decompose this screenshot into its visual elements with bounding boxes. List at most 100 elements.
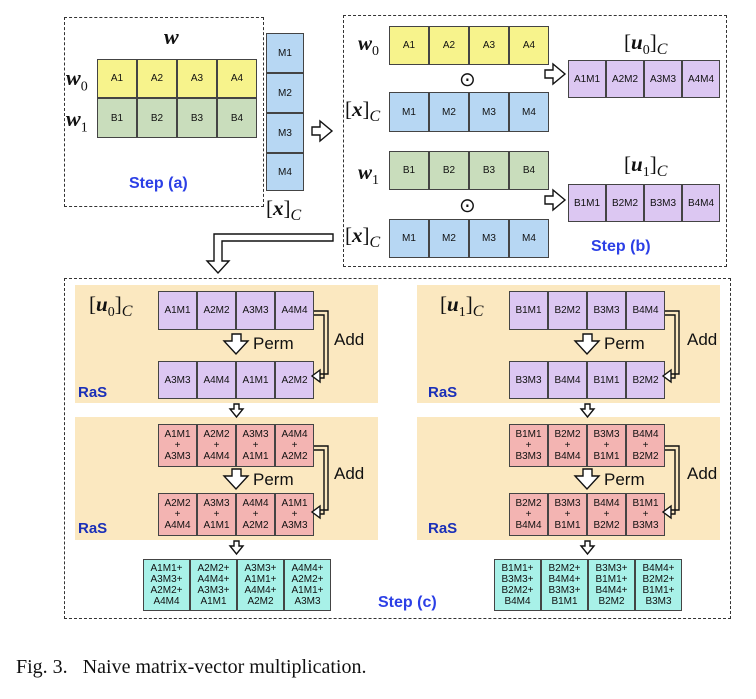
down-arrow-icon xyxy=(579,540,596,556)
left-arrow-head-icon xyxy=(310,504,321,520)
figure-number: Fig. 3. xyxy=(16,656,68,678)
left-arrow-head-icon xyxy=(310,368,321,384)
u0-row2-cell: A4M4 xyxy=(197,361,236,399)
u1-cell-b: B2M2 xyxy=(606,184,644,222)
add-label: Add xyxy=(687,330,718,349)
add-bracket-icon xyxy=(314,310,329,379)
add-label: Add xyxy=(334,464,365,483)
u1-row1-cell: B3M3 xyxy=(587,291,626,330)
down-arrow-icon xyxy=(228,403,245,419)
down-arrow-icon xyxy=(573,333,601,356)
add-bracket-icon xyxy=(314,445,329,515)
u1-row2-cell: B2M2 xyxy=(626,361,665,399)
u1-row4-cell: B2M2 + B4M4 xyxy=(509,493,548,536)
u0-row4-cell: A3M3 + A1M1 xyxy=(197,493,236,536)
w0-cell-b: A1 xyxy=(389,26,429,65)
u1-row1-cell: B4M4 xyxy=(626,291,665,330)
ras-label: RaS xyxy=(428,520,458,537)
figure-caption: Fig. 3. Naive matrix-vector multiplicati… xyxy=(16,656,367,679)
ras-label: RaS xyxy=(428,384,458,401)
u0-row3-cell: A2M2 + A4M4 xyxy=(197,424,236,467)
w-matrix-label: w xyxy=(164,24,179,49)
add-label: Add xyxy=(334,330,365,349)
w0-cell-b: A4 xyxy=(509,26,549,65)
down-arrow-icon xyxy=(579,403,596,419)
step-b-box xyxy=(343,15,727,267)
u1-row1-cell: B2M2 xyxy=(548,291,587,330)
w1-cell: B3 xyxy=(177,98,217,138)
u0-row1-cell: A2M2 xyxy=(197,291,236,330)
u0-result-cell: A4M4+ A2M2+ A1M1+ A3M3 xyxy=(284,559,331,611)
right-arrow-icon xyxy=(544,188,567,212)
u1-row3-cell: B2M2 + B4M4 xyxy=(548,424,587,467)
x-cell-b: M4 xyxy=(509,92,549,132)
u1-row4-cell: B3M3 + B1M1 xyxy=(548,493,587,536)
u0-row3-cell: A4M4 + A2M2 xyxy=(275,424,314,467)
add-bracket-icon xyxy=(665,445,680,515)
w0-cell: A4 xyxy=(217,59,257,98)
step-b-label: Step (b) xyxy=(591,238,651,255)
u0-cell-b: A4M4 xyxy=(682,60,720,98)
u0-row1-cell: A4M4 xyxy=(275,291,314,330)
elbow-arrow-icon xyxy=(205,233,334,275)
left-arrow-head-icon xyxy=(661,368,672,384)
elementwise-mult-icon: ⊙ xyxy=(459,195,476,217)
u1-row3-cell: B3M3 + B1M1 xyxy=(587,424,626,467)
add-label: Add xyxy=(687,464,718,483)
u0-row4-cell: A2M2 + A4M4 xyxy=(158,493,197,536)
step-c-box xyxy=(64,278,731,619)
u0-label-b: [u0]C xyxy=(624,30,668,58)
w1-cell-b: B1 xyxy=(389,151,429,190)
ras-label: RaS xyxy=(78,520,108,537)
u0-label-c: [u0]C xyxy=(89,292,133,320)
x-vector-cell: M2 xyxy=(266,73,304,113)
u1-result-cell: B3M3+ B1M1+ B4M4+ B2M2 xyxy=(588,559,635,611)
right-arrow-icon xyxy=(311,119,334,143)
u1-cell-b: B4M4 xyxy=(682,184,720,222)
u0-row1-cell: A3M3 xyxy=(236,291,275,330)
u1-label-b: [u1]C xyxy=(624,152,668,180)
x-cell-b: M2 xyxy=(429,92,469,132)
left-arrow-head-icon xyxy=(661,504,672,520)
w0-cell: A3 xyxy=(177,59,217,98)
u0-result-cell: A3M3+ A1M1+ A4M4+ A2M2 xyxy=(237,559,284,611)
u0-cell-b: A1M1 xyxy=(568,60,606,98)
u0-row3-cell: A3M3 + A1M1 xyxy=(236,424,275,467)
u0-row2-cell: A1M1 xyxy=(236,361,275,399)
u0-cell-b: A2M2 xyxy=(606,60,644,98)
perm-label: Perm xyxy=(604,470,645,489)
right-arrow-icon xyxy=(544,62,567,86)
down-arrow-icon xyxy=(222,333,250,356)
u1-row1-cell: B1M1 xyxy=(509,291,548,330)
add-bracket-icon xyxy=(665,310,680,379)
x-cell-b: M2 xyxy=(429,219,469,258)
x-vector-cell: M3 xyxy=(266,113,304,153)
ras-label: RaS xyxy=(78,384,108,401)
step-a-label: Step (a) xyxy=(129,175,188,192)
x-vector-label: [x]C xyxy=(266,196,302,224)
perm-label: Perm xyxy=(253,334,294,353)
u1-label-c: [u1]C xyxy=(440,292,484,320)
u0-cell-b: A3M3 xyxy=(644,60,682,98)
x-cell-b: M4 xyxy=(509,219,549,258)
step-a-box xyxy=(64,17,264,207)
u0-row4-cell: A4M4 + A2M2 xyxy=(236,493,275,536)
w0-cell-b: A2 xyxy=(429,26,469,65)
x-cell-b: M1 xyxy=(389,219,429,258)
down-arrow-icon xyxy=(573,468,601,491)
w1-cell-b: B3 xyxy=(469,151,509,190)
w0-cell: A1 xyxy=(97,59,137,98)
x-label-b1: [x]C xyxy=(345,97,381,125)
u0-row4-cell: A1M1 + A3M3 xyxy=(275,493,314,536)
u0-result-cell: A1M1+ A3M3+ A2M2+ A4M4 xyxy=(143,559,190,611)
u0-row2-cell: A2M2 xyxy=(275,361,314,399)
w0-label-b: w0 xyxy=(358,31,380,59)
w1-cell-b: B2 xyxy=(429,151,469,190)
u1-result-cell: B1M1+ B3M3+ B2M2+ B4M4 xyxy=(494,559,541,611)
u1-row4-cell: B1M1 + B3M3 xyxy=(626,493,665,536)
w1-cell: B2 xyxy=(137,98,177,138)
u1-row4-cell: B4M4 + B2M2 xyxy=(587,493,626,536)
x-cell-b: M3 xyxy=(469,92,509,132)
x-cell-b: M1 xyxy=(389,92,429,132)
